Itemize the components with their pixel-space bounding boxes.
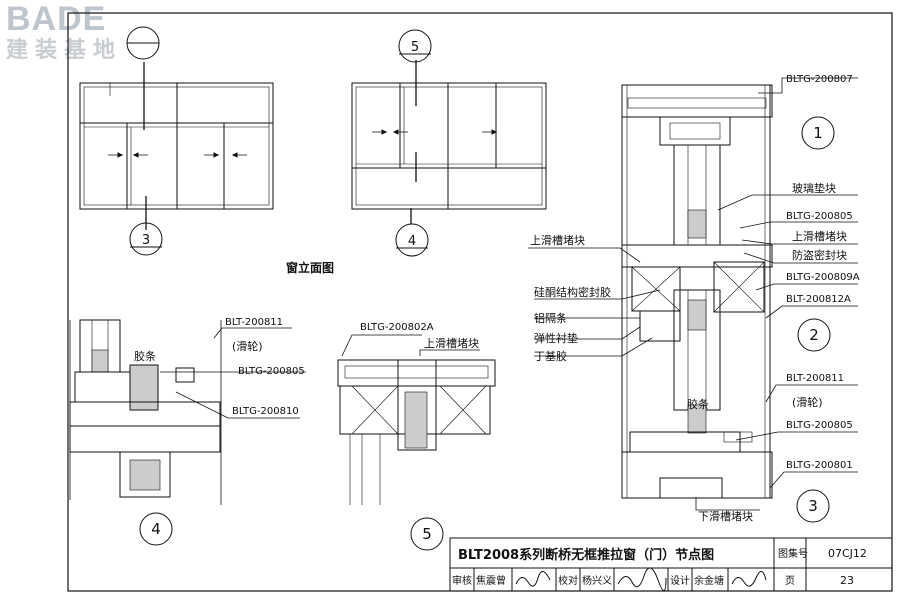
marker-3-elevation: 3 bbox=[142, 233, 150, 248]
label-blt-200811-right: BLT-200811 bbox=[786, 373, 844, 384]
label-silicone-sealant: 硅酮结构密封胶 bbox=[534, 285, 611, 299]
elevation-caption: 窗立面图 bbox=[286, 260, 334, 275]
label-bltg-200805-bottom: BLTG-200805 bbox=[786, 420, 853, 431]
label-bltg-200809a: BLTG-200809A bbox=[786, 272, 860, 283]
logo-subtitle: 建装基地 bbox=[6, 38, 123, 63]
title-block-atlas-no: 07CJ12 bbox=[828, 547, 867, 560]
leader-lines bbox=[160, 77, 858, 511]
label-d4-bltg-200810: BLTG-200810 bbox=[232, 406, 299, 417]
label-blt-200812a: BLT-200812A bbox=[786, 294, 851, 305]
logo: BADE 建装基地 bbox=[6, 2, 156, 72]
title-block-page-label: 页 bbox=[785, 575, 795, 587]
marker-3-right: 3 bbox=[808, 497, 818, 515]
title-block-page-no: 23 bbox=[840, 574, 854, 587]
label-strip-right: 胶条 bbox=[687, 397, 709, 411]
marker-5: 5 bbox=[422, 525, 432, 543]
sheet-border bbox=[67, 12, 893, 592]
title-block-designer: 余金塘 bbox=[694, 574, 724, 587]
label-glass-pad: 玻璃垫块 bbox=[792, 181, 836, 195]
label-d4-blt-200811: BLT-200811 bbox=[225, 317, 283, 328]
vertical-section bbox=[621, 84, 773, 499]
label-d5-bltg-200802a: BLTG-200802A bbox=[360, 322, 434, 333]
label-upper-slot-block-right: 上滑槽堵块 bbox=[792, 229, 847, 243]
detail-5-section bbox=[337, 359, 496, 505]
detail-4-section bbox=[69, 319, 222, 505]
label-bltg-200805-top: BLTG-200805 bbox=[786, 211, 853, 222]
title-block-atlas-label: 图集号 bbox=[778, 547, 808, 560]
title-block-title: BLT2008系列断桥无框推拉窗（门）节点图 bbox=[458, 547, 714, 563]
label-antitheft-seal: 防盗密封块 bbox=[792, 248, 847, 262]
marker-4: 4 bbox=[151, 520, 161, 538]
marker-4-elevation: 4 bbox=[408, 234, 416, 249]
label-lower-slot-block: 下滑槽堵块 bbox=[698, 509, 753, 523]
label-d5-upper-slot-block: 上滑槽堵块 bbox=[424, 336, 479, 350]
window-elevation-right bbox=[351, 60, 547, 224]
label-d4-bltg-200805: BLTG-200805 bbox=[238, 366, 305, 377]
label-elastic-pad: 弹性衬垫 bbox=[534, 331, 578, 345]
marker-1: 1 bbox=[813, 124, 823, 142]
label-butyl: 丁基胶 bbox=[534, 349, 567, 363]
title-block-reviewer: 焦震曾 bbox=[476, 574, 506, 587]
title-block-review-label: 审核 bbox=[452, 574, 472, 587]
label-d4-strip: 胶条 bbox=[134, 349, 156, 363]
logo-brand: BADE bbox=[6, 0, 107, 38]
title-block-design-label: 设计 bbox=[670, 574, 690, 587]
label-roller-right: (滑轮) bbox=[792, 395, 823, 409]
label-upper-slot-block-left: 上滑槽堵块 bbox=[530, 233, 585, 247]
window-elevation-left bbox=[79, 62, 274, 230]
label-bltg-200801: BLTG-200801 bbox=[786, 460, 853, 471]
signatures bbox=[515, 567, 767, 591]
title-block-grid bbox=[449, 537, 893, 592]
title-block-checker: 杨兴义 bbox=[582, 574, 612, 587]
label-d4-roller: (滑轮) bbox=[232, 339, 263, 353]
label-bltg-200807: BLTG-200807 bbox=[786, 74, 853, 85]
marker-5-elevation: 5 bbox=[411, 40, 419, 55]
title-block-check-label: 校对 bbox=[558, 574, 578, 587]
section-markers bbox=[126, 26, 835, 551]
label-aluminum-spacer: 铝隔条 bbox=[534, 311, 567, 325]
marker-2: 2 bbox=[809, 326, 819, 344]
